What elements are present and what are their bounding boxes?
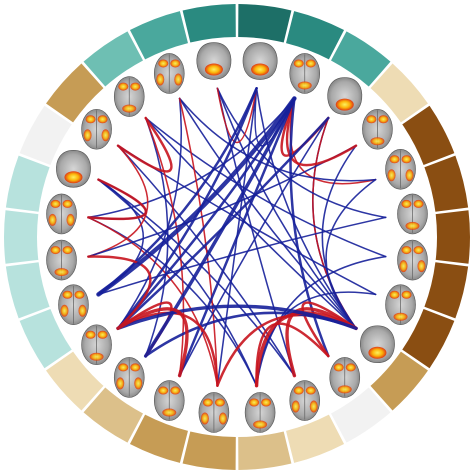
brain-node <box>244 392 276 433</box>
network-ring <box>3 4 470 470</box>
brain-node <box>46 239 77 281</box>
connection-edge <box>87 255 152 330</box>
ring-segment <box>286 414 345 463</box>
brain-node <box>360 325 395 364</box>
connection-edge <box>289 97 377 185</box>
connection-edge <box>216 87 357 330</box>
brain-node <box>385 148 416 190</box>
connection-edge <box>216 87 258 143</box>
ring-segment <box>129 414 188 463</box>
brain-nodes-layer <box>46 42 428 433</box>
brain-node <box>362 108 393 150</box>
connection-edge <box>87 97 296 219</box>
brain-node <box>56 149 91 188</box>
brain-node <box>289 380 321 421</box>
brain-node <box>153 53 185 94</box>
ring-segment <box>3 210 39 264</box>
ring-segment <box>83 387 143 443</box>
ring-segment <box>424 155 469 212</box>
connection-edge <box>178 97 219 387</box>
connection-edge <box>216 87 387 219</box>
connections-layer <box>87 87 387 388</box>
brain-node <box>113 76 145 117</box>
brain-node <box>46 193 77 235</box>
ring-segment <box>182 4 236 43</box>
brain-node <box>153 380 185 421</box>
brain-node <box>113 357 145 398</box>
connection-edge <box>178 117 330 377</box>
ring-segment <box>402 105 455 165</box>
ring-segment <box>19 105 72 165</box>
connection-edge <box>116 116 173 173</box>
ring-segment <box>331 31 391 87</box>
connection-edge <box>117 97 183 330</box>
connection-edge <box>97 216 387 296</box>
connection-edge <box>116 304 358 331</box>
ring-segment <box>424 262 469 319</box>
connection-edge <box>178 97 357 330</box>
connection-edge <box>321 144 357 330</box>
brain-node <box>242 42 278 80</box>
ring-segment <box>435 210 470 264</box>
connection-edge <box>178 97 296 377</box>
ring-segment <box>286 11 345 60</box>
brain-node <box>329 357 361 398</box>
connection-edge <box>87 216 219 387</box>
ring-segment <box>238 431 292 470</box>
ring-segment <box>370 63 428 123</box>
connection-edge <box>144 117 387 258</box>
ring-segment <box>129 11 188 60</box>
connection-edge <box>254 311 358 388</box>
brain-node <box>81 324 112 366</box>
brain-node <box>397 239 428 281</box>
connection-edge <box>116 311 219 387</box>
brain-node <box>289 53 321 94</box>
ring-segment <box>5 262 50 319</box>
ring-segment <box>46 351 104 411</box>
connection-edge <box>117 144 296 377</box>
brain-node <box>196 42 232 80</box>
connection-edge <box>87 216 258 387</box>
connection-edge <box>96 96 297 297</box>
brain-node <box>327 77 363 115</box>
ring-segment <box>238 4 292 43</box>
connection-edge <box>143 96 297 358</box>
connection-edge <box>116 307 189 378</box>
ring-segment <box>5 155 50 212</box>
connection-edge <box>255 255 387 387</box>
connection-edge <box>289 97 330 358</box>
brain-node <box>397 193 428 235</box>
connection-edge <box>87 178 148 221</box>
connection-edge <box>285 97 358 167</box>
connection-edge <box>97 178 296 377</box>
ring-segment <box>370 351 428 411</box>
brain-node <box>81 108 112 150</box>
ring-segment <box>83 31 143 87</box>
ring-segment <box>19 309 72 369</box>
connection-edge <box>97 178 258 387</box>
brain-node <box>385 284 416 326</box>
ring-segment <box>331 387 391 443</box>
ring-segment <box>182 431 236 470</box>
brain-node <box>58 284 89 326</box>
brain-node <box>198 392 230 433</box>
connection-edge <box>325 178 377 330</box>
ring-segment <box>46 63 104 123</box>
connection-edge <box>301 301 358 358</box>
ring-segment <box>402 309 455 369</box>
